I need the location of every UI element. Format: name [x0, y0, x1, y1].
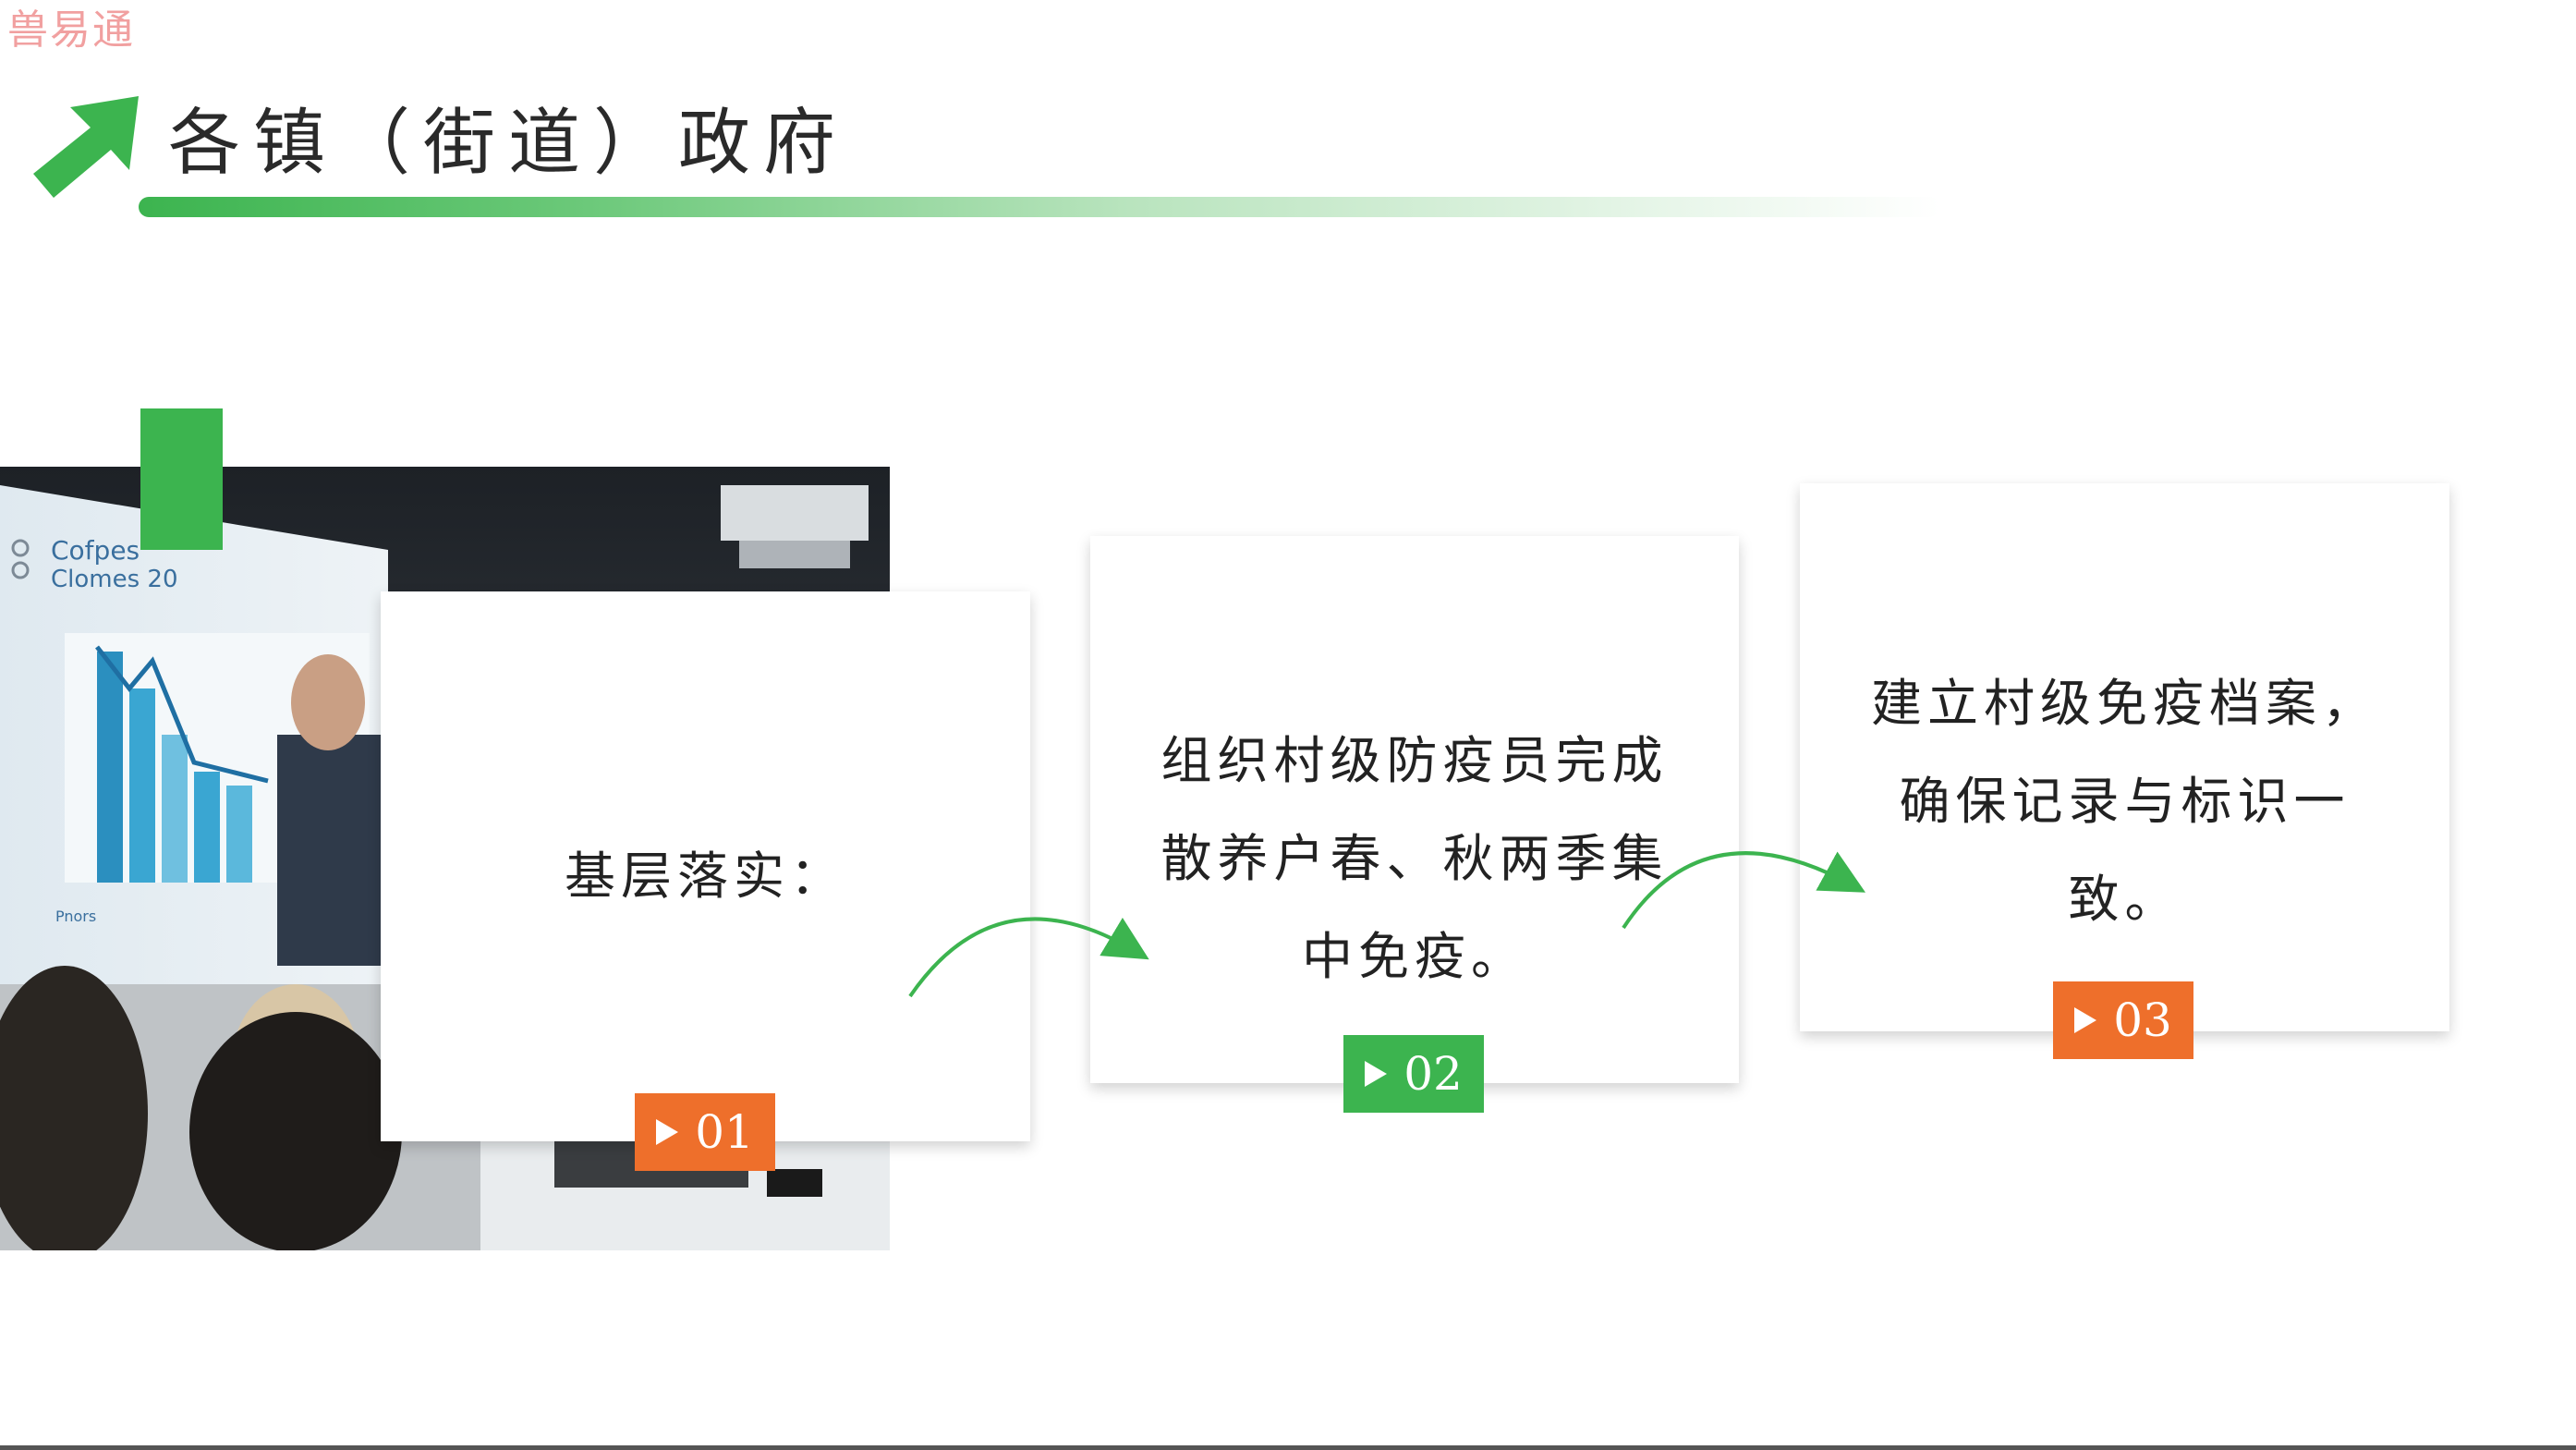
- step-badge-03-number: 03: [2113, 993, 2172, 1047]
- title-underline: [139, 197, 1940, 217]
- screen-text-2: Clomes 20: [51, 566, 178, 593]
- step-badge-02-number: 02: [1403, 1047, 1463, 1101]
- step-card-2: 组织村级防疫员完成散养户春、秋两季集中免疫。: [1090, 536, 1739, 1083]
- play-icon: [1365, 1061, 1388, 1087]
- arrow-icon: [33, 96, 139, 198]
- step-card-3: 建立村级免疫档案，确保记录与标识一致。: [1800, 483, 2449, 1031]
- step-badge-03: 03: [2053, 981, 2193, 1059]
- step-badge-01: 01: [635, 1093, 775, 1171]
- page-title: 各镇（街道）政府: [168, 102, 849, 185]
- screen-text-1: Cofpes: [51, 535, 140, 566]
- step-card-1: 基层落实：: [381, 591, 1030, 1141]
- step-card-2-text: 组织村级防疫员完成散养户春、秋两季集中免疫。: [1160, 731, 1669, 986]
- step-badge-02: 02: [1343, 1035, 1484, 1113]
- play-icon: [656, 1119, 679, 1145]
- bottom-border: [0, 1445, 2576, 1450]
- screen-text-3: Pnors: [55, 908, 96, 925]
- green-tab-accent: [140, 408, 223, 550]
- step-card-1-text: 基层落实：: [564, 847, 846, 906]
- step-badge-01-number: 01: [695, 1105, 754, 1159]
- step-card-3-text: 建立村级免疫档案，确保记录与标识一致。: [1870, 674, 2378, 929]
- play-icon: [2074, 1007, 2097, 1033]
- watermark-text: 兽易通: [7, 6, 135, 54]
